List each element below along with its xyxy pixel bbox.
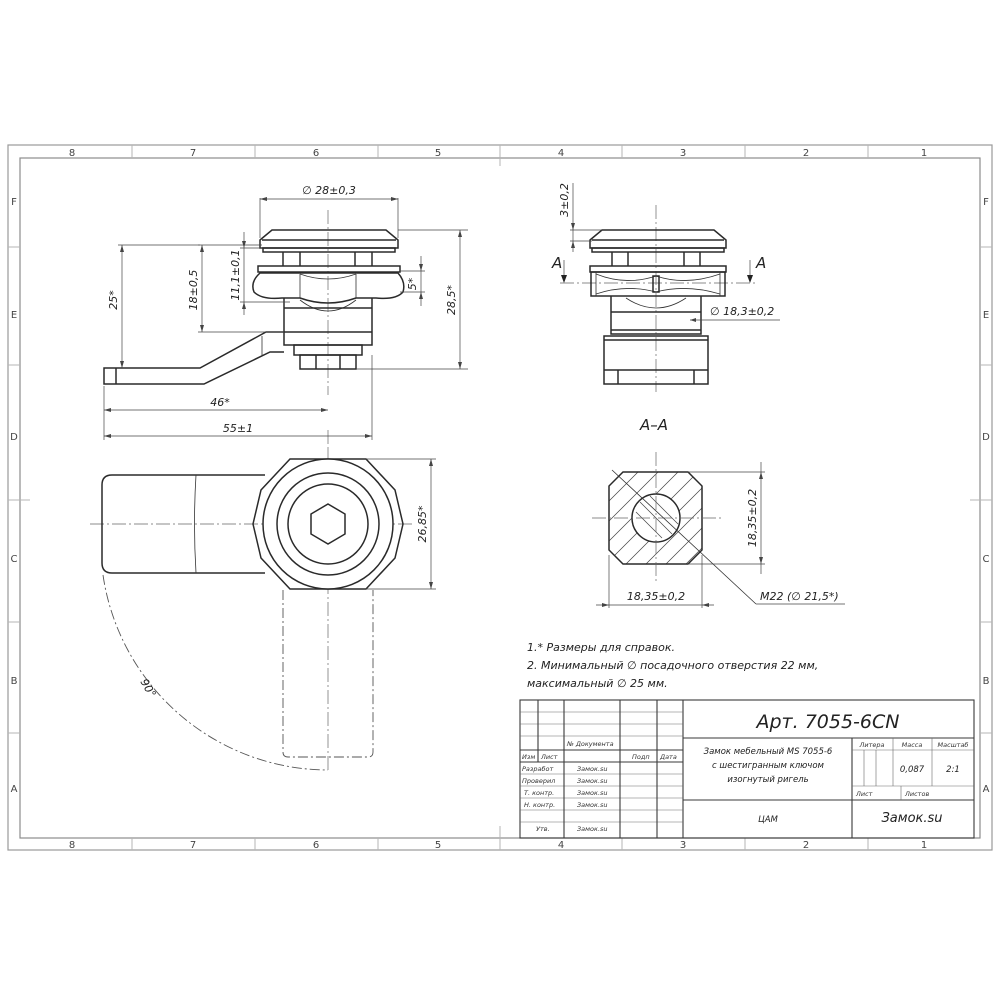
svg-text:Замок.su: Замок.su xyxy=(577,825,608,833)
svg-text:Лист: Лист xyxy=(855,790,873,798)
svg-text:E: E xyxy=(983,310,989,321)
svg-text:5*: 5* xyxy=(406,277,419,290)
company-name: Замок.su xyxy=(881,811,942,826)
side-view-dimensions: 3±0,2 A A ∅ 18,3±0,2 xyxy=(551,183,780,322)
svg-text:8: 8 xyxy=(69,148,75,159)
svg-text:Т. контр.: Т. контр. xyxy=(524,789,554,797)
svg-text:4: 4 xyxy=(558,148,564,159)
svg-text:11,1±0,1: 11,1±0,1 xyxy=(229,249,242,300)
section-mark-left: A xyxy=(551,254,562,272)
section-a-a: A–A xyxy=(592,416,757,605)
svg-text:∅ 28±0,3: ∅ 28±0,3 xyxy=(302,184,356,197)
svg-text:Проверил: Проверил xyxy=(522,777,555,785)
zone-labels-left: F E D C B A xyxy=(10,197,18,795)
svg-text:Литера: Литера xyxy=(858,741,884,749)
title-block: Арт. 7055-6CN Замок мебельный MS 7055-6 … xyxy=(519,699,975,839)
svg-text:18,35±0,2: 18,35±0,2 xyxy=(746,489,759,547)
svg-text:∅ 18,3±0,2: ∅ 18,3±0,2 xyxy=(710,305,774,318)
svg-text:B: B xyxy=(11,676,18,687)
zone-labels-top: 8 7 6 5 4 3 2 1 xyxy=(69,148,927,159)
svg-text:7: 7 xyxy=(190,148,196,159)
svg-text:Масса: Масса xyxy=(902,741,923,749)
svg-text:90°: 90° xyxy=(138,677,159,700)
section-title: A–A xyxy=(639,416,668,434)
zone-labels-right: F E D C B A xyxy=(982,197,990,795)
svg-text:3: 3 xyxy=(680,148,686,159)
top-view xyxy=(90,448,412,771)
side-view xyxy=(560,205,758,392)
svg-text:3: 3 xyxy=(680,840,686,851)
front-view xyxy=(103,210,405,448)
svg-text:F: F xyxy=(11,197,17,208)
svg-text:Утв.: Утв. xyxy=(536,825,550,833)
svg-text:Замок.su: Замок.su xyxy=(577,777,608,785)
svg-text:изогнутый ригель: изогнутый ригель xyxy=(727,775,808,785)
svg-text:D: D xyxy=(982,432,990,443)
svg-text:Замок.su: Замок.su xyxy=(577,765,608,773)
svg-text:4: 4 xyxy=(558,840,564,851)
svg-text:5: 5 xyxy=(435,840,441,851)
svg-text:Замок мебельный MS 7055-6: Замок мебельный MS 7055-6 xyxy=(704,747,833,757)
svg-text:8: 8 xyxy=(69,840,75,851)
section-dimensions: 18,35±0,2 18,35±0,2 M22 (∅ 21,5*) xyxy=(596,462,845,608)
svg-text:M22 (∅ 21,5*): M22 (∅ 21,5*) xyxy=(760,590,839,603)
svg-text:C: C xyxy=(11,554,18,565)
notes: 1.* Размеры для справок. 2. Минимальный … xyxy=(527,641,818,690)
section-mark-right: A xyxy=(755,254,766,272)
svg-text:18,35±0,2: 18,35±0,2 xyxy=(627,590,685,603)
svg-text:Листов: Листов xyxy=(904,790,929,798)
svg-text:46*: 46* xyxy=(210,396,230,409)
svg-text:2: 2 xyxy=(803,148,809,159)
svg-text:A: A xyxy=(983,784,990,795)
svg-text:2: 2 xyxy=(803,840,809,851)
svg-text:18±0,5: 18±0,5 xyxy=(187,270,200,311)
material: ЦАМ xyxy=(758,815,778,825)
svg-text:7: 7 xyxy=(190,840,196,851)
svg-text:6: 6 xyxy=(313,148,319,159)
svg-text:1.* Размеры для справок.: 1.* Размеры для справок. xyxy=(527,641,675,654)
svg-text:F: F xyxy=(983,197,989,208)
svg-text:2. Минимальный ∅ посадочного о: 2. Минимальный ∅ посадочного отверстия 2… xyxy=(527,659,818,672)
svg-text:Изм: Изм xyxy=(522,753,535,761)
svg-text:1: 1 xyxy=(921,840,927,851)
svg-text:28,5*: 28,5* xyxy=(445,285,458,315)
svg-text:25*: 25* xyxy=(107,290,120,310)
svg-text:Н. контр.: Н. контр. xyxy=(524,801,555,809)
svg-text:A: A xyxy=(11,784,18,795)
svg-text:1: 1 xyxy=(921,148,927,159)
svg-text:Подп: Подп xyxy=(632,753,650,761)
svg-text:с шестигранным ключом: с шестигранным ключом xyxy=(712,761,824,771)
front-view-dimensions: ∅ 28±0,3 28,5* 5* 11,1±0,1 18±0,5 25* xyxy=(103,184,468,440)
svg-text:55±1: 55±1 xyxy=(223,422,253,435)
svg-text:0,087: 0,087 xyxy=(900,765,925,775)
svg-text:3±0,2: 3±0,2 xyxy=(558,183,571,217)
svg-text:B: B xyxy=(983,676,990,687)
svg-text:C: C xyxy=(983,554,990,565)
svg-text:5: 5 xyxy=(435,148,441,159)
article-number: Арт. 7055-6CN xyxy=(755,711,900,733)
svg-text:E: E xyxy=(11,310,17,321)
zone-labels-bottom: 8 7 6 5 4 3 2 1 xyxy=(69,840,927,851)
svg-text:Замок.su: Замок.su xyxy=(577,789,608,797)
svg-text:Лист: Лист xyxy=(540,753,558,761)
sheet-frame xyxy=(7,144,993,851)
svg-text:6: 6 xyxy=(313,840,319,851)
svg-text:Масштаб: Масштаб xyxy=(938,741,969,749)
svg-text:Дата: Дата xyxy=(659,753,677,761)
svg-text:№ Документа: № Документа xyxy=(566,740,614,748)
svg-text:26,85*: 26,85* xyxy=(416,505,429,542)
svg-text:D: D xyxy=(10,432,18,443)
svg-text:максимальный ∅ 25 мм.: максимальный ∅ 25 мм. xyxy=(527,677,668,690)
svg-text:2:1: 2:1 xyxy=(946,765,960,775)
svg-text:Разработ: Разработ xyxy=(522,765,553,773)
svg-text:Замок.su: Замок.su xyxy=(577,801,608,809)
